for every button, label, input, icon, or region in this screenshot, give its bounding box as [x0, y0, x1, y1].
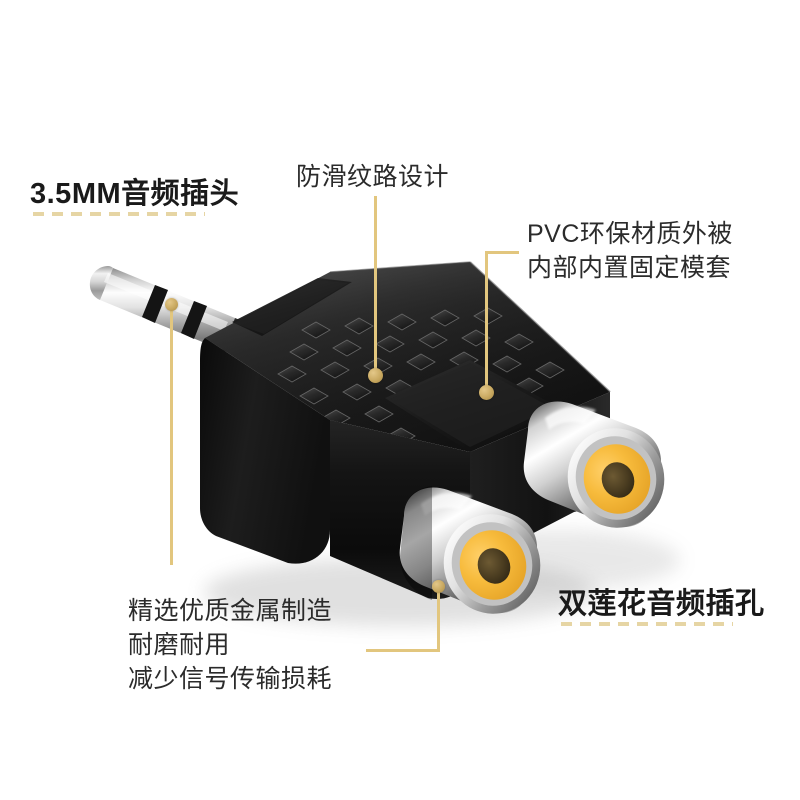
heading-rca-jacks: 双莲花音频插孔 — [558, 588, 765, 620]
rca-jack-right — [523, 401, 665, 528]
leader-line-pvc-vertical — [485, 251, 488, 389]
callout-pvc-line2: 内部内置固定模套 — [527, 254, 732, 282]
callout-metal-line3: 减少信号传输损耗 — [128, 665, 333, 693]
heading-rca-jacks-underline — [561, 622, 733, 626]
heading-audio-plug: 3.5MM音频插头 — [30, 178, 240, 210]
leader-line-texture — [374, 196, 377, 374]
marker-dot-jack — [432, 580, 445, 593]
marker-dot-pvc — [479, 385, 494, 400]
callout-anti-slip-texture: 防滑纹路设计 — [296, 163, 450, 191]
callout-metal-line2: 耐磨耐用 — [128, 631, 231, 659]
marker-dot-plug — [165, 298, 178, 311]
callout-pvc-line1: PVC环保材质外被 — [527, 220, 733, 248]
leader-line-metal — [170, 303, 173, 565]
leader-line-jack-vertical — [437, 585, 440, 652]
callout-metal-line1: 精选优质金属制造 — [128, 597, 333, 625]
marker-dot-texture — [368, 368, 383, 383]
rca-jack-left — [399, 486, 541, 614]
leader-line-pvc-horizontal — [485, 251, 519, 254]
leader-line-jack-horizontal — [366, 649, 440, 652]
heading-audio-plug-underline — [33, 212, 205, 216]
